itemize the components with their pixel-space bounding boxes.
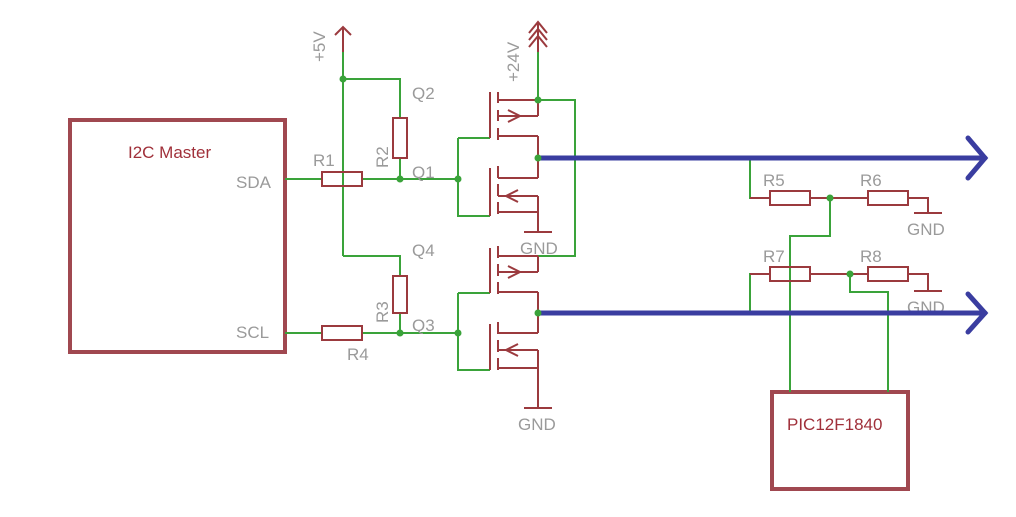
q3-label: Q3	[412, 316, 435, 335]
gnd-r6-symbol: GND	[907, 212, 945, 239]
r3-label: R3	[373, 301, 392, 323]
resistor-r7: R7	[750, 247, 850, 282]
pic12f1840-block: PIC12F1840	[770, 390, 910, 491]
q2-label: Q2	[412, 84, 435, 103]
r1-label: R1	[313, 151, 335, 170]
r4-label: R4	[347, 345, 369, 364]
r8-label: R8	[860, 247, 882, 266]
q1-label: Q1	[412, 163, 435, 182]
r2-label: R2	[373, 146, 392, 168]
q4-label: Q4	[412, 241, 435, 260]
output-bus-sda	[535, 135, 989, 181]
r7-label: R7	[763, 247, 785, 266]
pic12f1840-title: PIC12F1840	[787, 415, 882, 434]
gnd-q3-label: GND	[518, 415, 556, 434]
resistor-r3: R3	[373, 275, 408, 323]
resistor-r1: R1	[313, 151, 363, 187]
resistor-r4: R4	[321, 325, 369, 364]
i2c-master-block: I2C Master SDA SCL	[68, 118, 287, 354]
supply-5v-label: +5V	[310, 31, 329, 62]
r5-label: R5	[763, 171, 785, 190]
gnd-q1-label: GND	[520, 239, 558, 258]
sda-pin-label: SDA	[236, 173, 272, 192]
r6-label: R6	[860, 171, 882, 190]
resistor-r5: R5	[750, 171, 830, 206]
resistor-r2: R2	[373, 117, 408, 168]
i2c-master-title: I2C Master	[128, 143, 211, 162]
resistor-r6: R6	[830, 171, 929, 213]
scl-pin-label: SCL	[236, 323, 269, 342]
output-bus-scl	[535, 291, 989, 335]
junctions	[339, 75, 854, 337]
resistor-r8: R8	[850, 247, 929, 291]
supply-24v-label: +24V	[504, 41, 523, 82]
supply-5v-symbol: +5V	[310, 25, 352, 62]
wires	[285, 52, 889, 392]
mosfet-pair-q3-q4: GND Q4 Q3	[412, 241, 556, 434]
gnd-r6-label: GND	[907, 220, 945, 239]
mosfet-pair-q1-q2: GND Q2 Q1	[412, 84, 558, 258]
supply-24v-symbol: +24V	[504, 20, 548, 82]
